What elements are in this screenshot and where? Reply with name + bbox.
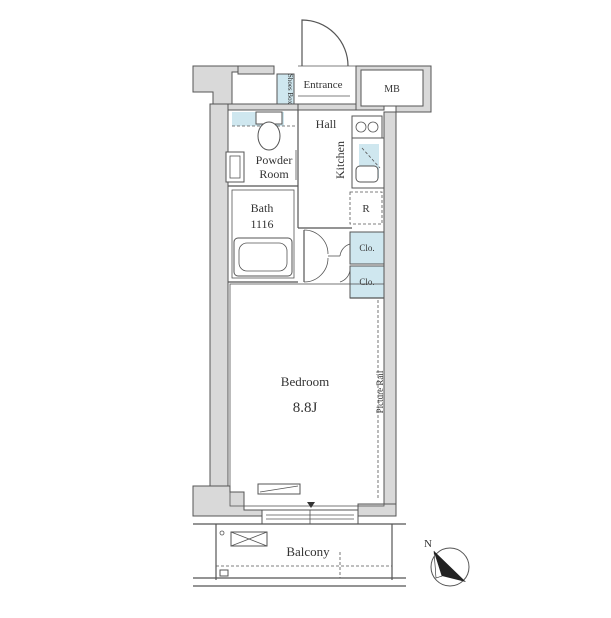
compass-north-label: N: [424, 538, 432, 550]
entrance-label: Entrance: [303, 79, 342, 91]
bathtub-icon: [233, 237, 293, 277]
bedroom-area: [229, 283, 385, 507]
mb-label: MB: [384, 84, 400, 95]
closet-2: [349, 265, 385, 299]
bedroom-label: Bedroom: [281, 374, 329, 389]
stove-icon: [351, 115, 383, 139]
picture-rail-label: Picture Rail: [375, 370, 385, 413]
closet-1-label: Clo.: [359, 243, 374, 253]
kitchen-label: Kitchen: [333, 141, 347, 179]
powder-room: [225, 111, 297, 183]
air-conditioner-icon: [257, 483, 301, 495]
outdoor-unit-icon: [230, 531, 268, 547]
powder-room-label-1: Powder: [256, 153, 293, 167]
shoes-box: [276, 73, 295, 105]
refrigerator: [349, 191, 383, 225]
entrance-door[interactable]: [298, 19, 356, 67]
bedroom-size-label: 8.8J: [293, 400, 318, 416]
shoes-box-label: Shoes Box: [286, 74, 294, 105]
window-marker-icon: [307, 502, 315, 508]
compass-icon: [430, 547, 470, 587]
closet-2-label: Clo.: [359, 277, 374, 287]
powder-room-label-2: Room: [259, 167, 289, 181]
bath-size-label: 1116: [250, 217, 273, 231]
outer-walls: [192, 65, 432, 517]
closet-1: [349, 231, 385, 265]
balcony: [193, 523, 406, 587]
bedroom-door[interactable]: [303, 229, 351, 283]
drain-icon: [219, 530, 225, 536]
mb-box: [360, 69, 424, 107]
refrigerator-label: R: [362, 203, 370, 215]
hall-label: Hall: [316, 117, 337, 131]
bath-label: Bath: [251, 201, 274, 215]
bath-room: [231, 189, 295, 279]
balcony-window[interactable]: [261, 509, 359, 525]
balcony-label: Balcony: [286, 544, 330, 559]
sink-basin: [355, 165, 379, 183]
